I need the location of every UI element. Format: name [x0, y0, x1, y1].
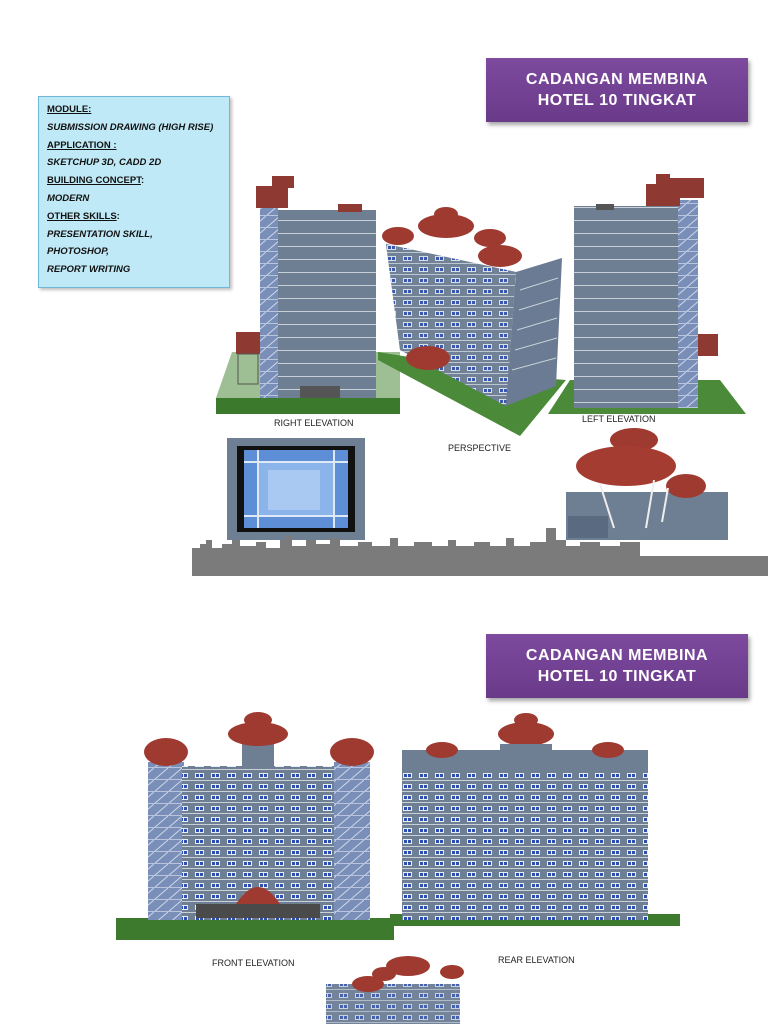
concept-value: MODERN — [47, 192, 90, 204]
caption-front-elevation: FRONT ELEVATION — [212, 958, 295, 968]
skill-item-1: PRESENTATION SKILL, — [47, 228, 153, 240]
slide1-title-line1: CADANGAN MEMBINA — [525, 71, 709, 88]
module-value: SUBMISSION DRAWING (HIGH RISE) — [47, 121, 214, 133]
slide1-title-box: CADANGAN MEMBINA HOTEL 10 TINGKAT — [486, 58, 748, 122]
slide2-title-line1: CADANGAN MEMBINA — [525, 647, 709, 664]
roof-plan-drawing — [227, 438, 365, 540]
skill-item-2: PHOTOSHOP, — [47, 246, 109, 258]
perspective-drawing — [378, 207, 566, 436]
caption-rear-elevation: REAR ELEVATION — [498, 955, 575, 965]
right-elevation-drawing — [216, 176, 400, 414]
skills-label: OTHER SKILLS — [47, 210, 117, 222]
small-perspective-drawing — [326, 956, 464, 1024]
concept-label: BUILDING CONCEPT — [47, 175, 141, 187]
left-elevation-drawing — [548, 174, 746, 414]
rear-elevation-drawing — [390, 713, 680, 926]
skills-row: OTHER SKILLS: — [47, 208, 229, 226]
application-label: APPLICATION : — [47, 139, 117, 151]
slide1-title-line2: HOTEL 10 TINGKAT — [537, 92, 697, 109]
roof-detail-drawing — [566, 428, 728, 540]
skills-colon: : — [116, 210, 120, 222]
skyline-silhouette — [192, 528, 768, 576]
caption-left-elevation: LEFT ELEVATION — [582, 414, 656, 424]
slide2-title-box: CADANGAN MEMBINA HOTEL 10 TINGKAT — [486, 634, 748, 698]
caption-perspective: PERSPECTIVE — [448, 443, 512, 453]
front-elevation-drawing — [116, 712, 394, 940]
caption-right-elevation: RIGHT ELEVATION — [274, 418, 354, 428]
project-info-box: MODULE: SUBMISSION DRAWING (HIGH RISE) A… — [38, 96, 230, 288]
application-value: SKETCHUP 3D, CADD 2D — [47, 157, 162, 169]
skill-item-3: REPORT WRITING — [47, 264, 131, 276]
concept-row: BUILDING CONCEPT: — [47, 172, 229, 190]
slide2-title-line2: HOTEL 10 TINGKAT — [537, 668, 697, 685]
concept-colon: : — [140, 175, 145, 187]
module-label: MODULE: — [47, 104, 92, 115]
